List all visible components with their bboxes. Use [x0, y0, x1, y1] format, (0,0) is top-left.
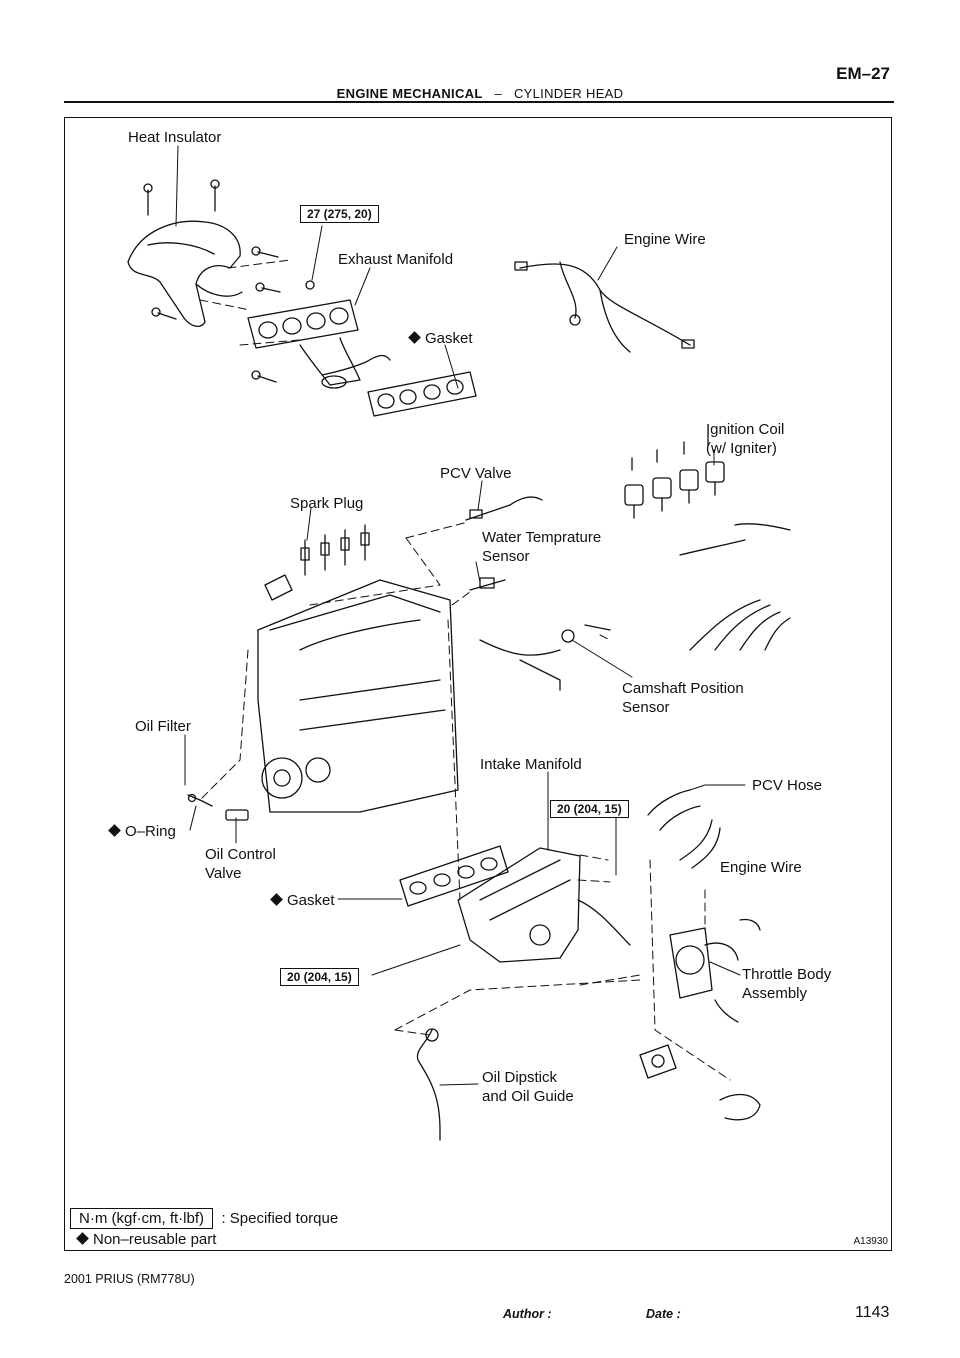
label-ignition-coil: Ignition Coil (w/ Igniter): [706, 420, 784, 458]
label-oil-filter: Oil Filter: [135, 718, 191, 735]
camshaft-position-sensor-part: [479, 624, 611, 691]
label-ignition-coil-line2: (w/ Igniter): [706, 440, 777, 457]
legend-unit-box: N·m (kgf·cm, ft·lbf): [70, 1208, 213, 1229]
label-intake-manifold: Intake Manifold: [480, 756, 582, 773]
engine-wire-top-part: [514, 261, 695, 353]
legend-unit-description: : Specified torque: [221, 1210, 339, 1227]
label-engine-wire-bottom: Engine Wire: [720, 859, 802, 876]
footer-page-number: 1143: [855, 1304, 890, 1321]
label-throttle-body-assembly: Throttle Body Assembly: [742, 965, 831, 1003]
label-dipstick-line2: and Oil Guide: [482, 1088, 574, 1105]
label-oil-control-line2: Valve: [205, 865, 242, 882]
pcv-valve-part: [465, 496, 543, 521]
label-throttle-line2: Assembly: [742, 985, 808, 1002]
figure-frame: [64, 117, 892, 1251]
nonreusable-diamond-icon: [108, 824, 121, 837]
engine-block-part: [257, 574, 459, 813]
legend-nonreusable-text: Non–reusable part: [93, 1231, 217, 1248]
nonreusable-diamond-icon: [408, 331, 421, 344]
label-spark-plug: Spark Plug: [290, 495, 364, 512]
header-separator: –: [494, 86, 503, 101]
label-camshaft-position-sensor: Camshaft Position Sensor: [622, 679, 744, 717]
label-pcv-hose: PCV Hose: [752, 777, 823, 794]
header-rule: [64, 101, 894, 103]
figure-id: A13930: [853, 1236, 888, 1247]
bolt-group-top: [143, 179, 281, 383]
label-water-temp-line1: Water Temprature: [482, 529, 602, 546]
exhaust-manifold-part: [247, 280, 391, 389]
label-gasket-exhaust: Gasket: [408, 329, 473, 348]
label-heat-insulator: Heat Insulator: [128, 129, 222, 146]
legend-torque: N·m (kgf·cm, ft·lbf) : Specified torque: [70, 1208, 339, 1229]
label-gasket-intake-text: Gasket: [287, 892, 335, 909]
spark-plug-part: [300, 524, 370, 576]
label-camshaft-line1: Camshaft Position: [622, 680, 744, 697]
label-o-ring: O–Ring: [108, 822, 176, 841]
oil-control-valve-part: [187, 793, 249, 821]
torque-intake-upper: 20 (204, 15): [550, 800, 629, 818]
label-water-temperature-sensor: Water Temprature Sensor: [482, 528, 601, 566]
label-throttle-line1: Throttle Body: [742, 966, 832, 983]
label-exhaust-manifold: Exhaust Manifold: [338, 251, 454, 268]
label-oil-control-line1: Oil Control: [205, 846, 276, 863]
label-oil-control-valve: Oil Control Valve: [205, 845, 276, 883]
label-pcv-valve: PCV Valve: [440, 465, 512, 482]
header-subsection: CYLINDER HEAD: [513, 86, 624, 101]
torque-exhaust: 27 (275, 20): [300, 205, 379, 223]
header-section: ENGINE MECHANICAL: [336, 86, 483, 101]
nonreusable-diamond-icon: [270, 893, 283, 906]
label-ignition-coil-line1: Ignition Coil: [706, 421, 785, 438]
label-camshaft-line2: Sensor: [622, 699, 670, 716]
label-dipstick-line1: Oil Dipstick: [482, 1069, 558, 1086]
label-water-temp-line2: Sensor: [482, 548, 530, 565]
oil-dipstick-part: [416, 1028, 441, 1141]
page-code: EM–27: [836, 64, 890, 83]
heat-insulator-part: [127, 220, 243, 328]
exhaust-gasket-part: [367, 371, 477, 417]
throttle-body-part: [639, 918, 761, 1121]
dashed-assembly-lines: [199, 259, 731, 1081]
label-gasket-exhaust-text: Gasket: [425, 330, 473, 347]
footer-date: Date :: [646, 1307, 681, 1321]
label-o-ring-text: O–Ring: [125, 823, 176, 840]
header-title: ENGINE MECHANICAL – CYLINDER HEAD: [0, 86, 960, 101]
label-oil-dipstick: Oil Dipstick and Oil Guide: [482, 1068, 574, 1106]
footer-author: Author :: [503, 1307, 552, 1321]
footer-model: 2001 PRIUS (RM778U): [64, 1272, 195, 1286]
ignition-coil-part: [624, 433, 791, 556]
nonreusable-diamond-icon: [76, 1232, 89, 1245]
water-temp-sensor-part: [469, 577, 506, 591]
intake-manifold-part: [457, 847, 631, 963]
intake-gasket-part: [399, 845, 509, 907]
label-engine-wire-top: Engine Wire: [624, 231, 706, 248]
pcv-hose-part: [647, 789, 721, 869]
label-gasket-intake: Gasket: [270, 891, 335, 910]
wire-harness-right-part: [689, 599, 791, 651]
leader-lines: [175, 145, 746, 1086]
legend-nonreusable: Non–reusable part: [76, 1230, 217, 1249]
torque-intake-lower: 20 (204, 15): [280, 968, 359, 986]
